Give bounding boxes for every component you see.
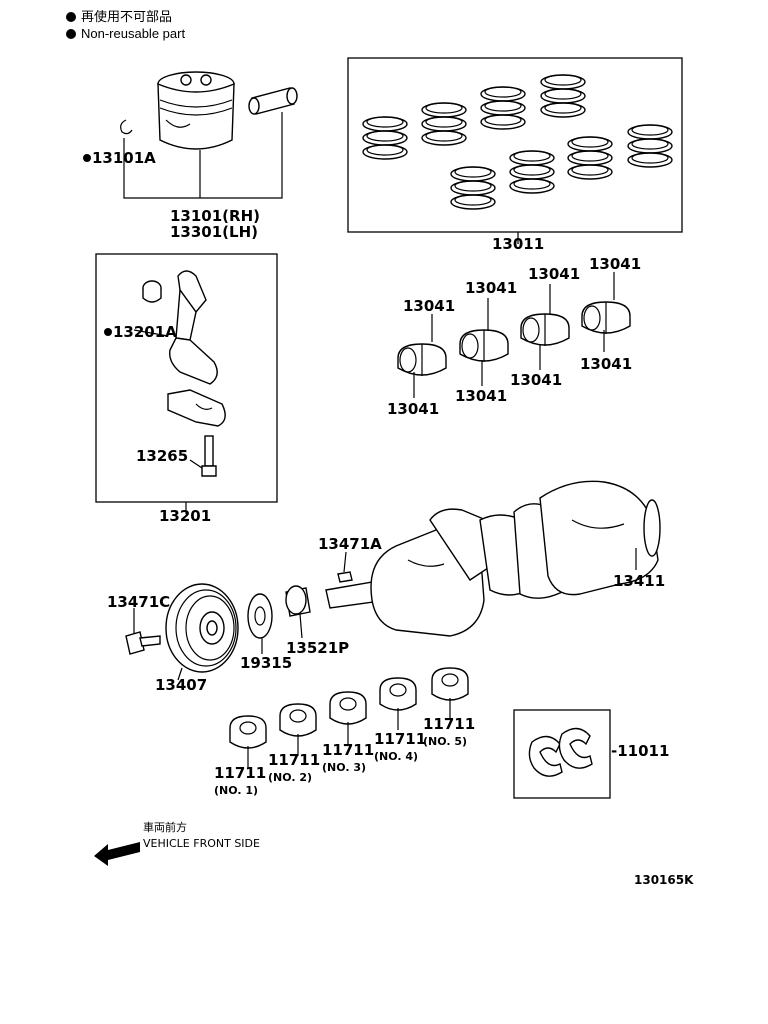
snap-ring[interactable] bbox=[120, 119, 133, 135]
label-13265[interactable]: 13265 bbox=[136, 447, 189, 465]
pulley-bolt[interactable] bbox=[125, 631, 161, 655]
label-13011[interactable]: 13011 bbox=[492, 235, 545, 253]
label-13407[interactable]: 13407 bbox=[155, 676, 208, 694]
crankshaft-pulley[interactable] bbox=[165, 583, 239, 673]
connecting-rod-bolt[interactable] bbox=[201, 435, 217, 477]
front-note-en: VEHICLE FRONT SIDE bbox=[143, 837, 260, 850]
ring-stack[interactable] bbox=[480, 86, 526, 130]
label-13041-f[interactable]: 13041 bbox=[455, 387, 508, 405]
front-note-jp: 車両前方 bbox=[143, 821, 187, 834]
label-13411[interactable]: 13411 bbox=[613, 572, 666, 590]
main-bearing[interactable] bbox=[229, 715, 267, 768]
diagram-code: 130165K bbox=[634, 873, 694, 887]
label-13041-a[interactable]: 13041 bbox=[403, 297, 456, 315]
bearing-no-3: (NO. 3) bbox=[322, 761, 367, 774]
label-13471a[interactable]: 13471A bbox=[318, 535, 382, 553]
non-reusable-icon bbox=[104, 328, 112, 336]
ring-stack[interactable] bbox=[509, 150, 555, 194]
label-13041-h[interactable]: 13041 bbox=[580, 355, 633, 373]
label-19315[interactable]: 19315 bbox=[240, 654, 293, 672]
bearing-no-2: (NO. 2) bbox=[268, 771, 313, 784]
label-11711-no1[interactable]: 11711 bbox=[214, 764, 267, 782]
piston-leaders bbox=[123, 112, 283, 199]
rod-bearing[interactable] bbox=[459, 329, 509, 362]
ring-stack[interactable] bbox=[450, 166, 496, 210]
bearing-no-1: (NO. 1) bbox=[214, 784, 259, 797]
rod-bearing[interactable] bbox=[397, 343, 447, 376]
crank-timing-gear[interactable] bbox=[247, 593, 273, 639]
thrust-washer-box bbox=[513, 709, 611, 799]
rod-bearing[interactable] bbox=[520, 313, 570, 346]
label-11011[interactable]: -11011 bbox=[611, 742, 670, 760]
label-11711-no4[interactable]: 11711 bbox=[374, 730, 427, 748]
label-13041-e[interactable]: 13041 bbox=[387, 400, 440, 418]
label-13041-c[interactable]: 13041 bbox=[528, 265, 581, 283]
crank-sprocket[interactable] bbox=[285, 585, 311, 617]
legend-en: Non-reusable part bbox=[66, 26, 185, 42]
legend-en-text: Non-reusable part bbox=[81, 26, 186, 41]
label-13301[interactable]: 13301(LH) bbox=[170, 223, 259, 241]
label-13201a[interactable]: 13201A bbox=[104, 324, 177, 341]
label-11711-no2[interactable]: 11711 bbox=[268, 751, 321, 769]
label-11711-no5[interactable]: 11711 bbox=[423, 715, 476, 733]
label-13201[interactable]: 13201 bbox=[159, 507, 212, 525]
bullet-icon bbox=[66, 12, 76, 22]
thrust-washers[interactable] bbox=[528, 727, 593, 777]
label-13101a[interactable]: 13101A bbox=[83, 150, 156, 167]
bearing-no-4: (NO. 4) bbox=[374, 750, 419, 763]
main-bearing[interactable] bbox=[279, 703, 317, 756]
ring-stack[interactable] bbox=[627, 124, 673, 168]
connecting-rod[interactable] bbox=[142, 270, 226, 427]
label-13101[interactable]: 13101(RH) bbox=[170, 207, 260, 225]
legend-jp-text: 再使用不可部品 bbox=[81, 9, 173, 24]
vehicle-front-arrow bbox=[94, 842, 140, 866]
ring-stack[interactable] bbox=[362, 116, 408, 160]
crbear-leaders bbox=[413, 272, 615, 398]
bearing-no-5: (NO. 5) bbox=[423, 735, 468, 748]
piston-ring-set[interactable] bbox=[362, 74, 673, 210]
ring-stack[interactable] bbox=[421, 102, 467, 146]
piston-pin[interactable] bbox=[248, 87, 298, 115]
ring-set-box bbox=[347, 57, 683, 233]
piston[interactable] bbox=[157, 71, 235, 150]
label-13521p[interactable]: 13521P bbox=[286, 639, 350, 657]
ring-stack[interactable] bbox=[567, 136, 613, 180]
ring-stack[interactable] bbox=[540, 74, 586, 118]
crank-key[interactable] bbox=[337, 571, 353, 583]
connecting-rod-bearings[interactable] bbox=[397, 301, 631, 376]
rod-bearing[interactable] bbox=[581, 301, 631, 334]
crankshaft[interactable] bbox=[325, 480, 661, 637]
main-bearing[interactable] bbox=[329, 691, 367, 744]
legend-jp: 再使用不可部品 bbox=[66, 9, 172, 25]
label-13471c[interactable]: 13471C bbox=[107, 593, 171, 611]
label-13041-g[interactable]: 13041 bbox=[510, 371, 563, 389]
bullet-icon bbox=[66, 29, 76, 39]
main-bearings[interactable] bbox=[229, 667, 469, 768]
non-reusable-icon bbox=[83, 154, 91, 162]
label-13041-d[interactable]: 13041 bbox=[589, 255, 642, 273]
main-bearing[interactable] bbox=[431, 667, 469, 720]
label-13041-b[interactable]: 13041 bbox=[465, 279, 518, 297]
label-11711-no3[interactable]: 11711 bbox=[322, 741, 375, 759]
main-bearing[interactable] bbox=[379, 677, 417, 730]
